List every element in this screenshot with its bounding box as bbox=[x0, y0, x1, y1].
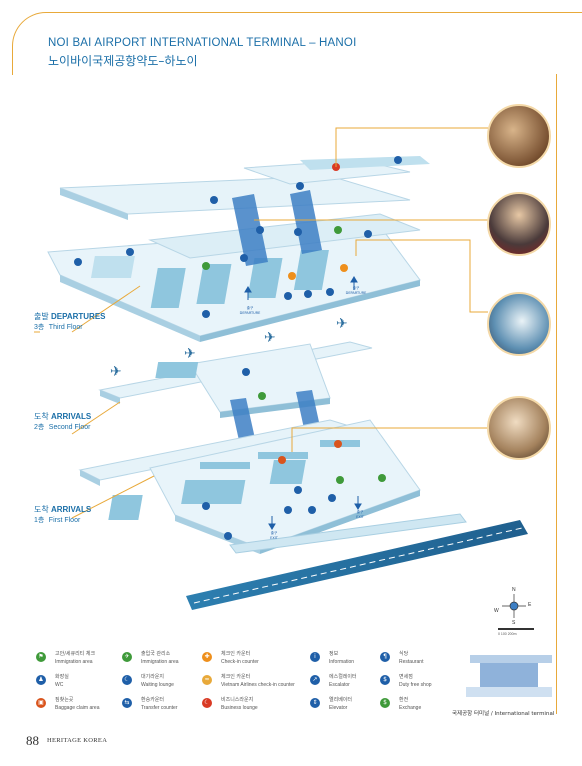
legend-label-ko: 짐찾는곳 bbox=[55, 697, 74, 703]
page-title-korean: 노이바이국제공항약도–하노이 bbox=[48, 54, 198, 68]
legend: ⚑ 고안/세큐리티 체크 Immigration area ✈ 출입국 관리소 Immi… bbox=[36, 650, 456, 720]
floor-label-arrivals-first: 도착 ARRIVALS 1층 First Floor bbox=[34, 505, 91, 526]
legend-label-en: Transfer counter bbox=[141, 705, 178, 711]
elevator-icon: ⇕ bbox=[310, 698, 320, 708]
photo-check-in-desk bbox=[487, 104, 551, 168]
map-label-exit-en-2: EXIT bbox=[356, 515, 365, 519]
escalator-icon: ↗ bbox=[310, 675, 320, 685]
compass-north: N bbox=[512, 587, 516, 593]
wc-icon: ♟ bbox=[36, 675, 46, 685]
map-label-departure-ko-1: 출구 bbox=[247, 305, 254, 310]
svg-text:✈: ✈ bbox=[110, 364, 122, 380]
legend-label-en: Immigration area bbox=[55, 659, 93, 665]
legend-label-ko: 에스컬레이터 bbox=[329, 674, 357, 680]
scale-bar-label: 0 100 200m bbox=[498, 632, 517, 636]
legend-label-ko: 고안/세큐리티 체크 bbox=[55, 651, 96, 657]
map-label-exit-ko-1: 출구 bbox=[271, 530, 278, 535]
floor-label-arrivals-second: 도착 ARRIVALS 2층 Second Floor bbox=[34, 412, 91, 433]
legend-label-en: Baggage claim area bbox=[55, 705, 100, 711]
aircraft-icons: ✈ ✈ ✈ ✈ bbox=[110, 316, 348, 380]
legend-label-en: Restaurant bbox=[399, 659, 424, 665]
legend-label-ko: 정보 bbox=[329, 651, 339, 657]
legend-label-ko: 환전 bbox=[399, 697, 409, 703]
right-rule bbox=[556, 74, 557, 714]
floor-label-departures: 출발 DEPARTURES 3층 Third Floor bbox=[34, 312, 106, 333]
floor-ko: 도착 bbox=[34, 505, 49, 514]
intl-terminal-thumbnail bbox=[466, 655, 552, 697]
check-in-icon: ✚ bbox=[202, 652, 212, 662]
floor-ko: 도착 bbox=[34, 412, 49, 421]
photo-counter-service bbox=[487, 292, 551, 356]
floor-en: ARRIVALS bbox=[50, 505, 92, 514]
map-label-departure-en-1: DEPARTURE bbox=[240, 311, 261, 315]
floor-number-ko: 2층 bbox=[34, 424, 45, 431]
business-lounge-icon: ☾ bbox=[202, 698, 212, 708]
legend-label-en: Elevator bbox=[329, 705, 348, 711]
compass-south: S bbox=[512, 620, 516, 626]
legend-label-ko: 환승카운터 bbox=[141, 697, 165, 703]
floor-number-en: Second Floor bbox=[48, 424, 91, 431]
information-icon: i bbox=[310, 652, 320, 662]
floor-en: ARRIVALS bbox=[50, 412, 92, 421]
vietnam-airlines-icon: ≈ bbox=[202, 675, 212, 685]
first-floor-map bbox=[78, 419, 528, 610]
baggage-claim-icon: ▣ bbox=[36, 698, 46, 708]
legend-label-en: Immigration area bbox=[141, 659, 179, 665]
duty-free-icon: $ bbox=[380, 675, 390, 685]
legend-label-ko: 체크인 카운터 bbox=[221, 674, 251, 680]
security-check-icon: ⚑ bbox=[36, 652, 46, 662]
waiting-lounge-icon: ☾ bbox=[122, 675, 132, 685]
legend-label-ko: 비즈니스라운지 bbox=[221, 697, 254, 703]
svg-text:✈: ✈ bbox=[336, 316, 348, 332]
second-floor-map bbox=[98, 341, 373, 472]
legend-label-ko: 면세점 bbox=[399, 674, 413, 680]
legend-label-ko: 화장실 bbox=[55, 674, 69, 680]
legend-label-ko: 출입국 관리소 bbox=[141, 651, 171, 657]
floor-number-ko: 3층 bbox=[34, 324, 45, 331]
legend-label-en: Check-in counter bbox=[221, 659, 259, 665]
legend-label-ko: 대기라운지 bbox=[141, 674, 165, 680]
transfer-icon: ⇆ bbox=[122, 698, 132, 708]
magazine-name: HERITAGE KOREA bbox=[47, 737, 108, 744]
map-label-exit-en-1: EXIT bbox=[270, 536, 279, 540]
compass bbox=[502, 594, 526, 618]
legend-label-en: Escalator bbox=[329, 682, 350, 688]
legend-label-en: WC bbox=[55, 682, 64, 688]
photo-arrivals-hall bbox=[487, 396, 551, 460]
restaurant-icon: ¶ bbox=[380, 652, 390, 662]
legend-label-en: Exchange bbox=[399, 705, 422, 711]
photo-airline-staff bbox=[487, 192, 551, 256]
legend-label-en: Information bbox=[329, 659, 355, 665]
exchange-icon: $ bbox=[380, 698, 390, 708]
map-label-departure-en-2: DEPARTURE bbox=[346, 291, 367, 295]
legend-label-en: Waiting lounge bbox=[141, 682, 174, 688]
floor-ko: 출발 bbox=[34, 312, 49, 321]
floor-number-ko: 1층 bbox=[34, 517, 45, 524]
page-number: 88 bbox=[26, 733, 39, 748]
map-label-departure-ko-2: 출구 bbox=[353, 285, 360, 290]
compass-west: W bbox=[494, 608, 499, 614]
legend-label-en: Vietnam Airlines check-in counter bbox=[221, 682, 295, 688]
compass-east: E bbox=[528, 602, 532, 608]
svg-text:✈: ✈ bbox=[184, 346, 196, 362]
map-label-exit-ko-2: 출구 bbox=[357, 509, 364, 514]
svg-text:✈: ✈ bbox=[264, 330, 276, 346]
floor-en: DEPARTURES bbox=[50, 312, 106, 321]
legend-label-ko: 체크인 카운터 bbox=[221, 651, 251, 657]
intl-terminal-caption: 국제공항 터미널 / International terminal bbox=[452, 711, 555, 717]
page-title: NOI BAI AIRPORT INTERNATIONAL TERMINAL –… bbox=[48, 37, 357, 49]
legend-label-en: Business lounge bbox=[221, 705, 258, 711]
floor-number-en: Third Floor bbox=[48, 324, 83, 331]
legend-label-ko: 엘리베이터 bbox=[329, 697, 353, 703]
floor-number-en: First Floor bbox=[48, 517, 81, 524]
header-frame bbox=[12, 12, 582, 75]
immigration-icon: ✈ bbox=[122, 652, 132, 662]
legend-label-en: Duty free shop bbox=[399, 682, 432, 688]
legend-label-ko: 식당 bbox=[399, 651, 409, 657]
